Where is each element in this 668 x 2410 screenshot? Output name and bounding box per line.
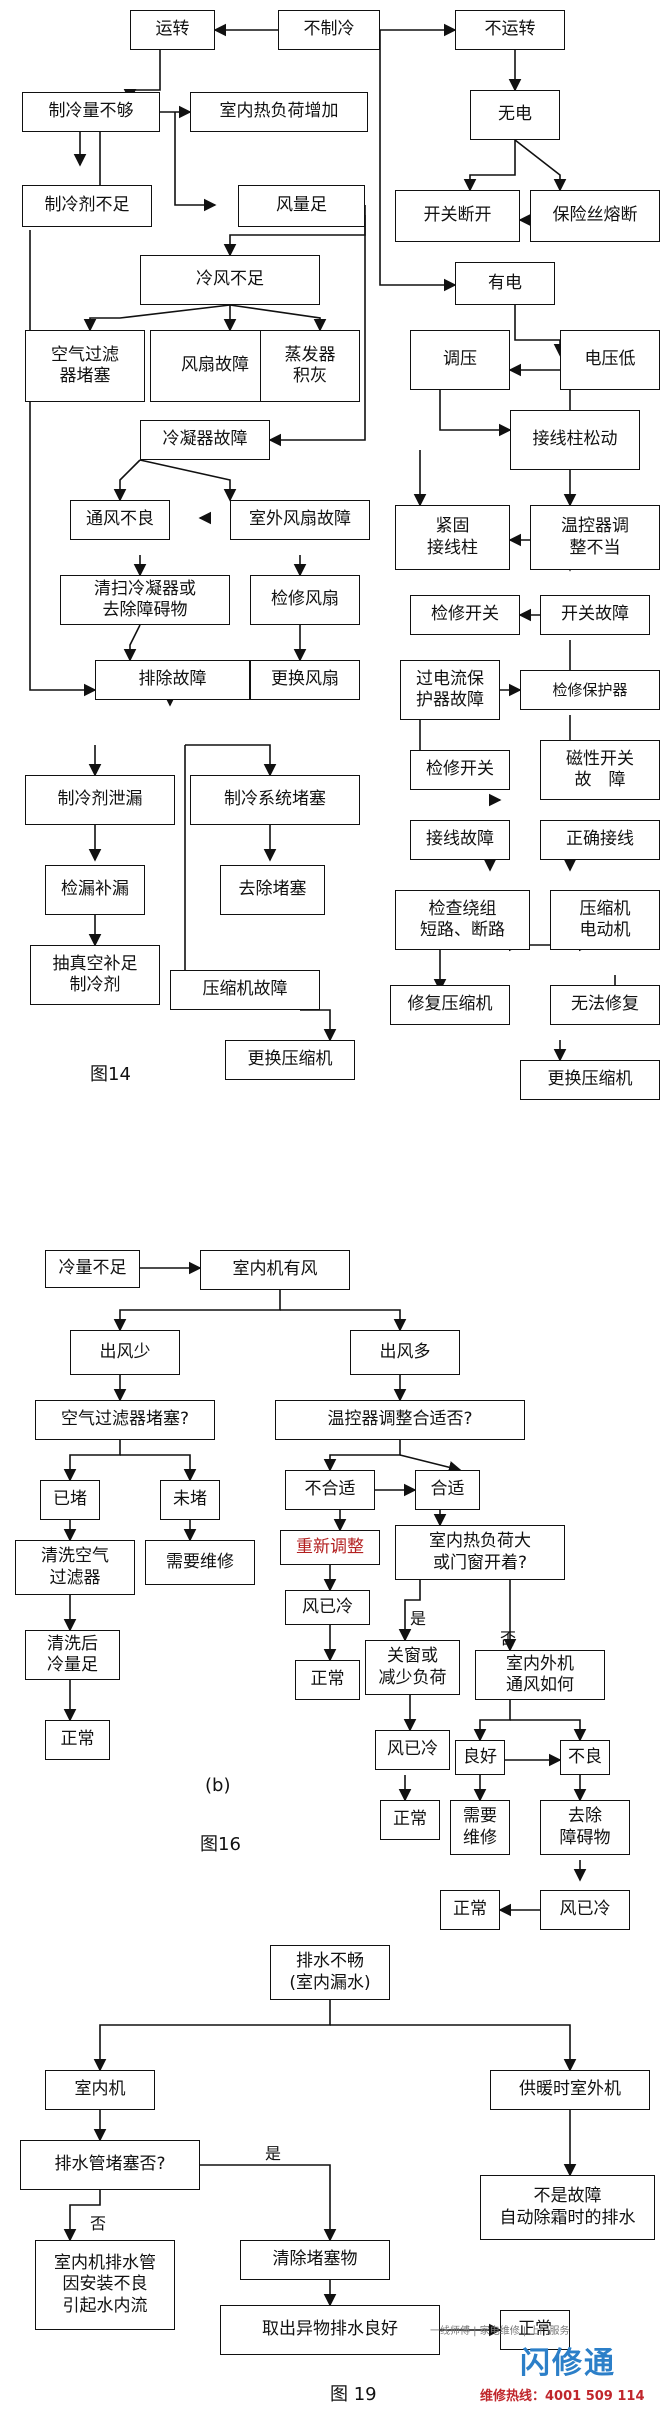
box-indoor-air: 室内机有风 <box>200 1250 350 1290</box>
box-pipe-install: 室内机排水管 因安装不良 引起水内流 <box>35 2240 175 2330</box>
box-cold-air-low: 冷风不足 <box>140 255 320 305</box>
box-repair-switch-2: 检修开关 <box>410 750 510 790</box>
box-bad: 不良 <box>560 1740 610 1775</box>
box-leak-fix: 检漏补漏 <box>45 865 145 915</box>
box-check-winding: 检查绕组 短路、断路 <box>395 890 530 950</box>
box-filter-q: 空气过滤器堵塞? <box>35 1400 215 1440</box>
box-voltage-low: 电压低 <box>560 330 660 390</box>
box-repair-switch: 检修开关 <box>410 595 520 635</box>
box-no-power: 无电 <box>470 90 560 140</box>
box-repair-fan: 检修风扇 <box>250 575 360 625</box>
box-need-repair-2: 需要 维修 <box>450 1800 510 1855</box>
box-overcurrent-fault: 过电流保 护器故障 <box>400 660 500 720</box>
box-not-ok: 不合适 <box>285 1470 375 1510</box>
box-air-cold-2: 风已冷 <box>375 1730 450 1770</box>
box-indoor-heat-up: 室内热负荷增加 <box>190 92 368 132</box>
box-fan-fault: 风扇故障 <box>150 330 280 402</box>
box-outdoor-fan-fault: 室外风扇故障 <box>230 500 370 540</box>
caption-fig16: 图16 <box>200 1834 241 1855</box>
box-clean-condenser: 清扫冷凝器或 去除障碍物 <box>60 575 230 625</box>
box-system-clog: 制冷系统堵塞 <box>190 775 360 825</box>
watermark-slogan: 一线师傅 | 家电维修 | 上门服务 <box>430 2326 570 2337</box>
box-not-run: 不运转 <box>455 10 565 50</box>
box-replace-compressor-2: 更换压缩机 <box>520 1060 660 1100</box>
box-good: 良好 <box>455 1740 505 1775</box>
box-readjust: 重新调整 <box>280 1530 380 1565</box>
box-switch-fault: 开关故障 <box>540 595 650 635</box>
box-ok: 合适 <box>415 1470 480 1510</box>
box-wiring-fault: 接线故障 <box>410 820 510 860</box>
box-run: 运转 <box>130 10 215 50</box>
box-airflow-ok: 风量足 <box>238 185 365 227</box>
box-normal-3: 正常 <box>380 1800 440 1840</box>
box-not-blocked: 未堵 <box>160 1480 220 1520</box>
box-not-fault: 不是故障 自动除霜时的排水 <box>480 2175 655 2240</box>
box-heat-q: 室内热负荷大 或门窗开着? <box>395 1525 565 1580</box>
box-air-low: 出风少 <box>70 1330 180 1375</box>
box-compressor-motor: 压缩机 电动机 <box>550 890 660 950</box>
label-no-19: 否 <box>90 2214 107 2233</box>
box-evap-dust: 蒸发器 积灰 <box>260 330 360 402</box>
box-has-power: 有电 <box>455 262 555 305</box>
box-unrepairable: 无法修复 <box>550 985 660 1025</box>
box-close-window: 关窗或 减少负荷 <box>365 1640 460 1695</box>
box-pipe-q: 排水管堵塞否? <box>20 2140 200 2190</box>
box-clear-blockage: 清除堵塞物 <box>240 2240 390 2280</box>
box-no-cool: 不制冷 <box>278 10 380 50</box>
box-fuse-blown: 保险丝熔断 <box>530 190 660 242</box>
box-magnetic-switch-fault: 磁性开关 故 障 <box>540 740 660 800</box>
box-refrigerant-leak: 制冷剂泄漏 <box>25 775 175 825</box>
box-correct-wiring: 正确接线 <box>540 820 660 860</box>
box-thermostat-wrong: 温控器调 整不当 <box>530 505 660 570</box>
box-repair-compressor: 修复压缩机 <box>390 985 510 1025</box>
caption-fig19: 图 19 <box>330 2384 377 2405</box>
box-air-cold: 风已冷 <box>285 1590 370 1625</box>
box-need-repair: 需要维修 <box>145 1540 255 1585</box>
box-insufficient: 制冷量不够 <box>22 92 160 132</box>
label-no: 否 <box>500 1629 517 1648</box>
box-normal-2: 正常 <box>45 1720 110 1760</box>
box-terminal-loose: 接线柱松动 <box>510 410 640 470</box>
box-blocked: 已堵 <box>40 1480 100 1520</box>
box-drain-poor: 排水不畅 (室内漏水) <box>270 1945 390 2000</box>
box-cool-low: 冷量不足 <box>45 1250 140 1288</box>
box-filter-clog: 空气过滤 器堵塞 <box>25 330 145 402</box>
box-vacuum-refill: 抽真空补足 制冷剂 <box>30 945 160 1005</box>
box-indoor-unit: 室内机 <box>45 2070 155 2110</box>
label-yes-19: 是 <box>265 2144 282 2163</box>
caption-fig14: 图14 <box>90 1064 131 1085</box>
box-poor-vent: 通风不良 <box>70 500 170 540</box>
box-replace-compressor: 更换压缩机 <box>225 1040 355 1080</box>
box-normal-4: 正常 <box>440 1890 500 1930</box>
box-after-clean: 清洗后 冷量足 <box>25 1630 120 1680</box>
box-normal: 正常 <box>295 1660 360 1700</box>
box-heating-outdoor: 供暖时室外机 <box>490 2070 650 2110</box>
box-air-cold-3: 风已冷 <box>540 1890 630 1930</box>
box-tighten-terminal: 紧固 接线柱 <box>395 505 510 570</box>
box-compressor-fault: 压缩机故障 <box>170 970 320 1010</box>
label-yes: 是 <box>410 1609 427 1628</box>
box-thermo-q: 温控器调整合适否? <box>275 1400 525 1440</box>
watermark-hotline: 维修热线：4001 509 114 <box>480 2389 645 2404</box>
box-remove-obstacle: 去除 障碍物 <box>540 1800 630 1855</box>
caption-fig16-sub: (b) <box>205 1775 231 1796</box>
box-replace-fan: 更换风扇 <box>250 660 360 700</box>
box-adjust-voltage: 调压 <box>410 330 510 390</box>
box-condenser-fault: 冷凝器故障 <box>140 420 270 460</box>
box-vent-q: 室内外机 通风如何 <box>475 1650 605 1700</box>
watermark-brand: 闪修通 <box>520 2346 616 2381</box>
box-repair-protector: 检修保护器 <box>520 670 660 710</box>
box-refrigerant-low: 制冷剂不足 <box>22 185 152 227</box>
box-air-high: 出风多 <box>350 1330 460 1375</box>
box-remove-foreign: 取出异物排水良好 <box>220 2305 440 2355</box>
box-remove-clog: 去除堵塞 <box>220 865 325 915</box>
box-clear-fault: 排除故障 <box>95 660 250 700</box>
box-normal-19: 正常 <box>500 2310 570 2350</box>
box-switch-open: 开关断开 <box>395 190 520 242</box>
box-clean-filter: 清洗空气 过滤器 <box>15 1540 135 1595</box>
